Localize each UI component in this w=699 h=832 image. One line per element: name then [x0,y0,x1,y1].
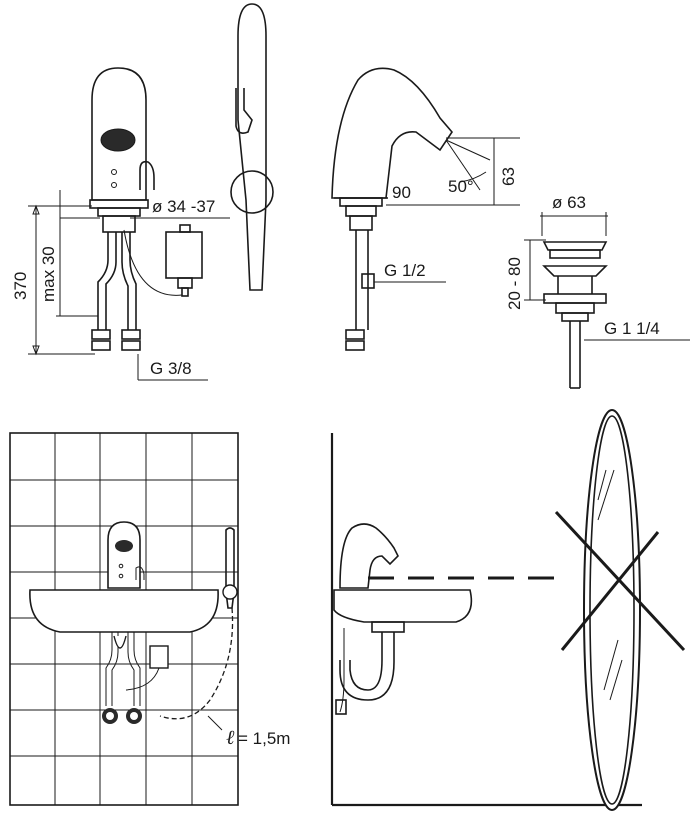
control-box [165,224,203,297]
waste-thread-label: G 1 1/4 [604,319,660,338]
cable-length-label: = 1,5m [238,729,290,748]
thread-supply-label: G 3/8 [150,359,192,378]
waste-valve [524,212,690,389]
spout-height-label: 63 [499,167,518,186]
waste-diameter-label: ø 63 [552,193,586,212]
waste-adjust-label: 20 - 80 [505,257,524,310]
installation-front-view [9,432,239,806]
tap-side-view [331,67,454,351]
thread-mid-label: G 1/2 [384,261,426,280]
side-dimensions [374,137,520,283]
angle-label: 50° [448,177,474,196]
hand-shower [230,3,274,291]
height-total-label: 370 [11,272,30,300]
diam-connection-label: ø 34 -37 [152,197,215,216]
front-dimensions [28,190,230,381]
reach-label: 90 [392,183,411,202]
installation-side-view [330,409,686,811]
tap-front-view [89,67,183,351]
height-max-label: max 30 [39,246,58,302]
cable-length-symbol: ℓ [226,725,235,749]
